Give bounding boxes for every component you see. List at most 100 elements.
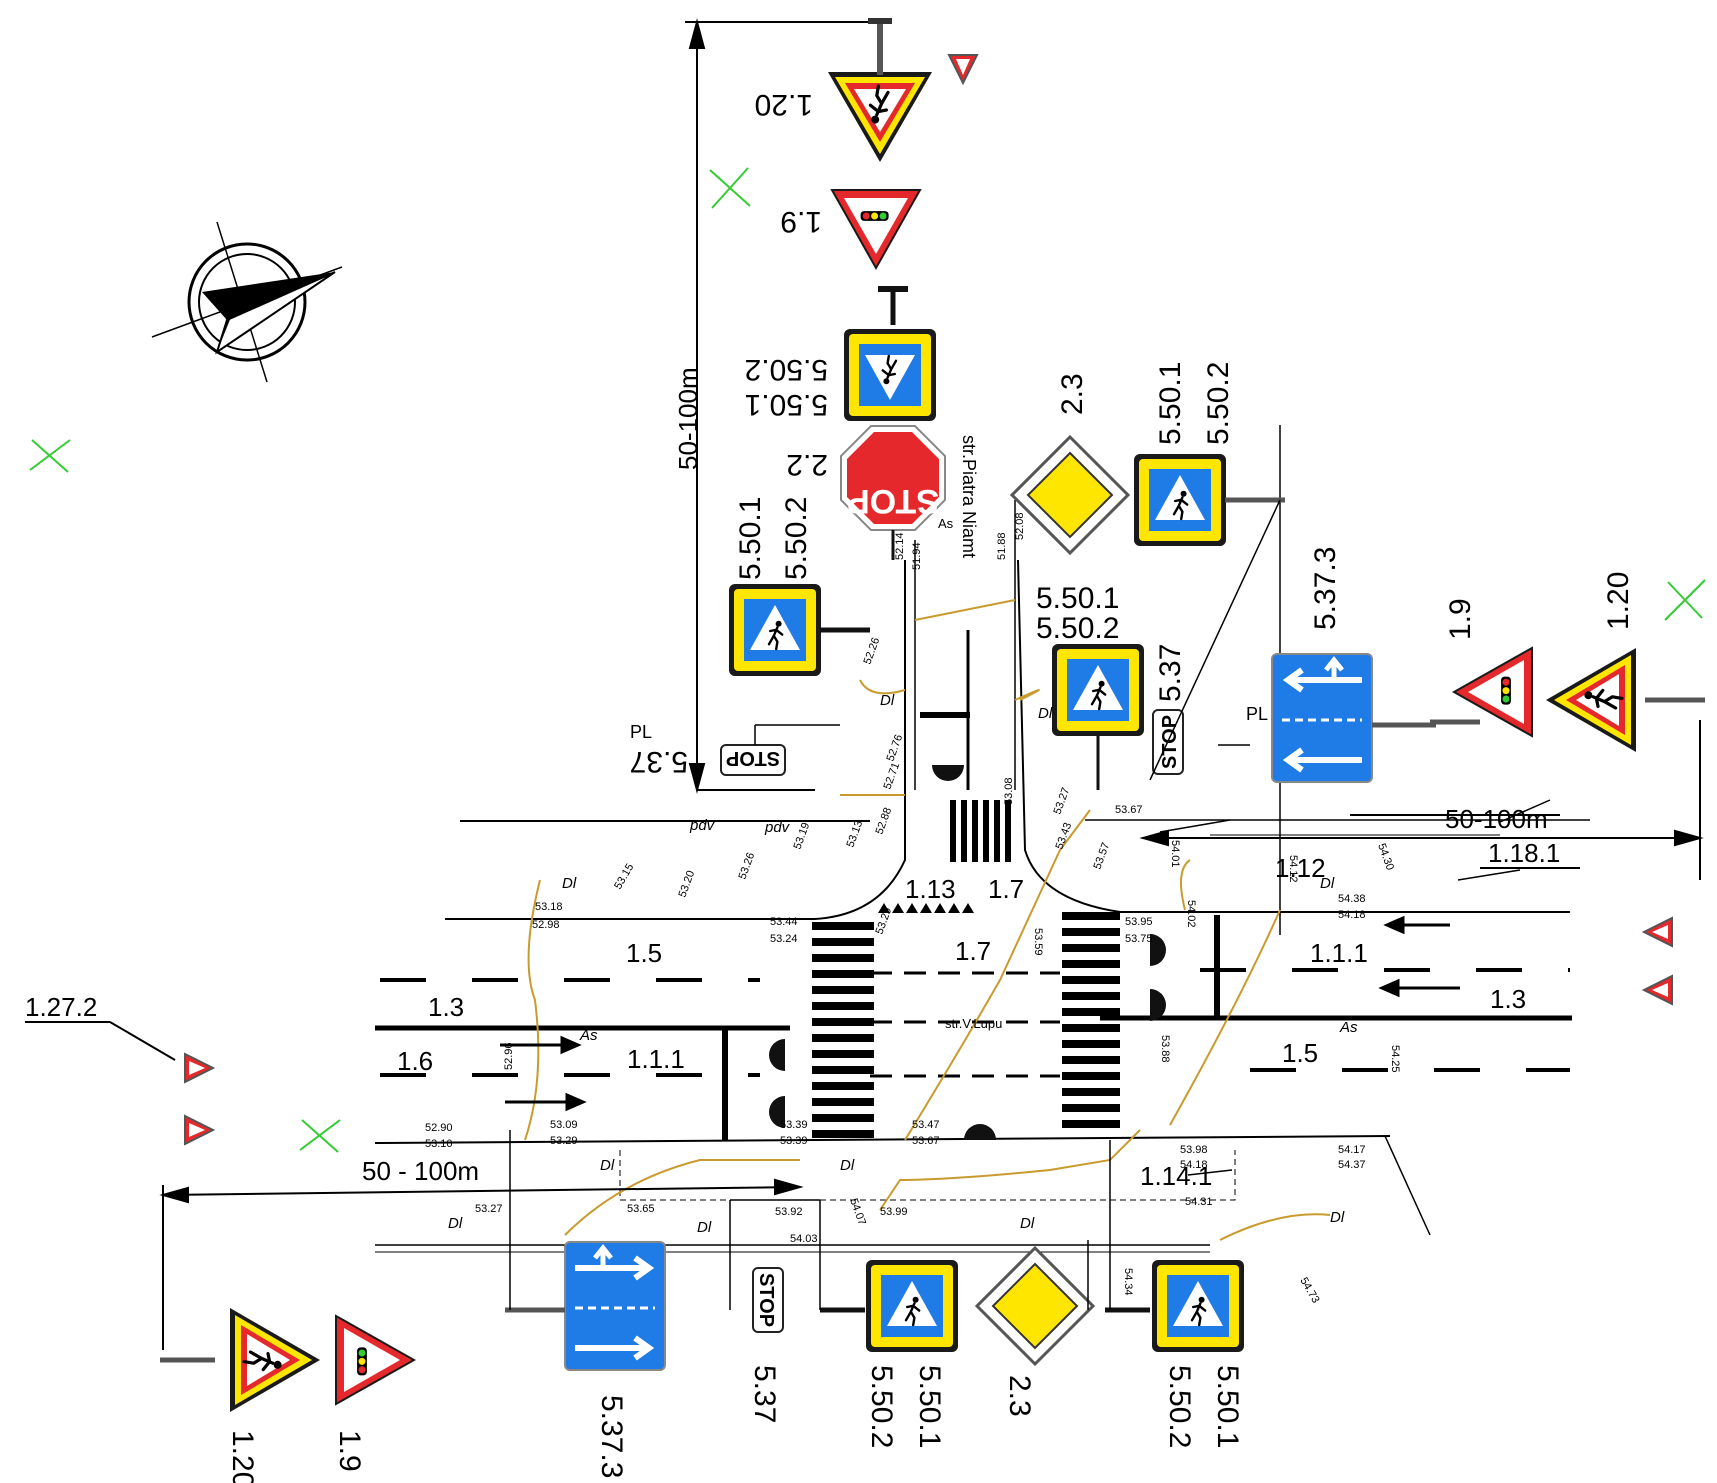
label-street-north: str.Piatra Niamt — [959, 435, 979, 558]
label-2-3-north: 2.3 — [1056, 373, 1089, 415]
stop-sign-text: STOP — [847, 482, 939, 520]
stop-plate-nw: STOP — [720, 744, 786, 776]
sign-5-50-south — [866, 1260, 958, 1352]
elevation-label: 53.15 — [612, 862, 636, 892]
stop-octagon-icon: STOP — [840, 425, 946, 531]
stop-plate-ne: STOP — [1152, 709, 1184, 775]
elevation-label: 53.18 — [535, 901, 563, 913]
zebra-stripe — [1062, 960, 1120, 968]
elevation-label: 54.03 — [790, 1233, 818, 1245]
label-1-9-east: 1.9 — [1444, 598, 1477, 640]
zebra-stripe — [983, 800, 989, 862]
stop-plate-sw: STOP — [752, 1267, 784, 1333]
zebra-stripe — [1062, 992, 1120, 1000]
yield-tooth — [906, 903, 918, 913]
label-5-37-3-west: 5.37.3 — [595, 1395, 628, 1478]
label-5-37-center: 5.37 — [1154, 644, 1187, 702]
label-5-50-1-north: 5.50.1 — [745, 388, 828, 421]
sign-5-37-3-west — [564, 1241, 666, 1371]
label-5-37-sw: 5.37 — [748, 1365, 781, 1423]
elevation-label: 53.57 — [1092, 841, 1113, 871]
elevation-label: 54.02 — [1185, 900, 1197, 928]
label-5-37-3-east: 5.37.3 — [1309, 547, 1342, 630]
label-1-20-north: 1.20 — [755, 88, 813, 121]
zebra-crossing-east — [1062, 912, 1120, 1128]
svg-text:Dl: Dl — [1020, 1215, 1035, 1232]
elevation-label: 54.30 — [1375, 842, 1396, 872]
elevation-label: 53.29 — [874, 906, 895, 936]
elevation-label: 53.24 — [770, 933, 798, 945]
label-1-3-east: 1.3 — [1490, 984, 1526, 1014]
label-1-12: 1.12 — [1275, 853, 1326, 883]
elevation-label: 53.08 — [1003, 777, 1015, 805]
grid-crosses — [29, 167, 1706, 1153]
yield-tooth — [878, 903, 890, 913]
label-5-50-1-nw: 5.50.1 — [734, 497, 767, 580]
yield-teeth-marking — [878, 903, 974, 913]
label-1-27-2: 1.27.2 — [25, 992, 97, 1022]
elevation-label: 53.27 — [475, 1203, 503, 1215]
road-geometry — [374, 425, 1590, 1253]
zebra-stripe — [994, 800, 1000, 862]
label-1-20-east: 1.20 — [1602, 572, 1635, 630]
label-dim-north: 50-100m — [673, 367, 703, 470]
label-1-1-1-east: 1.1.1 — [1310, 938, 1368, 968]
sign-5-50-se — [1152, 1260, 1244, 1352]
zebra-stripe — [1062, 976, 1120, 984]
elevation-label: 53.67 — [912, 1135, 940, 1147]
sign-tiny-east-2 — [1643, 975, 1673, 1005]
zebra-stripe — [812, 1018, 874, 1026]
lane-arrows — [500, 915, 1460, 1112]
sign-1-20-north — [828, 72, 932, 162]
label-1-3-west: 1.3 — [428, 992, 464, 1022]
zebra-stripe — [812, 970, 874, 978]
label-1-13: 1.13 — [905, 874, 956, 904]
elevation-label: 53.88 — [1159, 1035, 1171, 1063]
label-5-37-nw: 5.37 — [630, 745, 688, 778]
svg-text:STOP: STOP — [1159, 715, 1181, 769]
elevation-label: 52.71 — [882, 761, 903, 791]
elevation-label: 52.90 — [425, 1122, 453, 1134]
elevation-label: 54.01 — [1169, 840, 1181, 868]
sign-1-20-west — [230, 1308, 320, 1412]
label-1-9-north: 1.9 — [780, 205, 822, 238]
svg-text:As: As — [579, 1027, 598, 1044]
utility-lines — [524, 599, 1331, 1241]
zebra-crossing-west — [812, 922, 874, 1138]
label-1-7-north: 1.7 — [988, 874, 1024, 904]
zebra-stripe — [812, 1130, 874, 1138]
label-1-9-west: 1.9 — [333, 1430, 366, 1472]
elevation-label: 53.27 — [1052, 786, 1073, 816]
elevation-label: 52.98 — [532, 919, 560, 931]
label-5-50-1-south: 5.50.1 — [913, 1365, 946, 1448]
label-dim-west: 50 - 100m — [362, 1156, 479, 1186]
zebra-stripe — [1062, 1088, 1120, 1096]
sign-1-20-east — [1546, 648, 1636, 752]
zebra-stripe — [1062, 912, 1120, 920]
elevation-label: 52.96 — [503, 1042, 515, 1070]
elevation-label: 54.12 — [1287, 855, 1299, 883]
elevation-label: 53.13 — [845, 819, 866, 849]
elevation-label: 53.47 — [912, 1119, 940, 1131]
svg-text:Dl: Dl — [840, 1157, 855, 1174]
zebra-stripe — [812, 954, 874, 962]
elevation-label: 53.19 — [792, 821, 813, 851]
sign-5-50-north — [844, 329, 936, 421]
elevation-label: 52.88 — [874, 806, 895, 836]
label-1-7-center: 1.7 — [955, 936, 991, 966]
sign-2-3-north — [1010, 435, 1130, 555]
label-5-50-2-se: 5.50.2 — [1163, 1365, 1196, 1448]
yield-tooth — [920, 903, 932, 913]
label-1-1-1-west: 1.1.1 — [627, 1044, 685, 1074]
elevation-label: 54.18 — [1180, 1159, 1208, 1171]
elevation-label: 53.20 — [677, 869, 698, 899]
label-5-50-2-ne: 5.50.2 — [1202, 362, 1235, 445]
zebra-stripe — [1062, 1072, 1120, 1080]
dimension-lines — [25, 18, 1704, 1350]
label-1-6: 1.6 — [397, 1046, 433, 1076]
zebra-stripe — [1005, 800, 1011, 862]
elevation-label: 53.39 — [780, 1119, 808, 1131]
sign-1-9-west — [336, 1316, 414, 1404]
elevation-label: 51.94 — [911, 542, 923, 570]
zebra-stripe — [1062, 1120, 1120, 1128]
